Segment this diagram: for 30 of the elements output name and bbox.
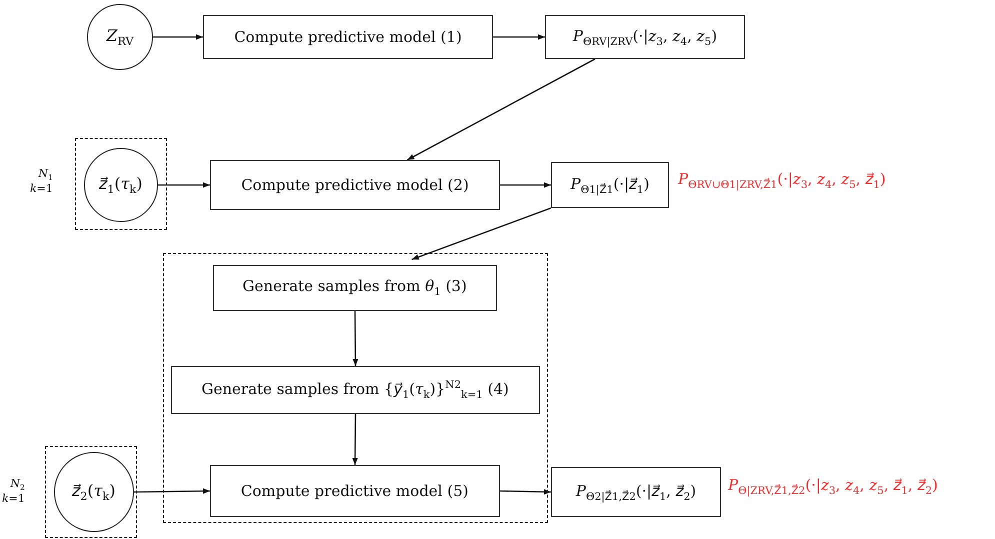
arrow (153, 34, 203, 40)
plate-index-label: k=1 (2, 492, 25, 505)
process-box: Compute predictive model (1) (203, 15, 493, 59)
distribution-label: P$_{Θ|ZRV,Z⃗1,Z⃗2}$(·|z$_{3}$, z$_{4}$, z$_{5}$, z⃗$_{1}$, z⃗$_{2}$) (728, 476, 938, 499)
process-box: P$_{Θ2|Z⃗1,Z⃗2}$(·|z⃗$_{1}$, z⃗$_{2}$) (551, 467, 721, 517)
process-box: P$_{Θ1|Z⃗1}$(·|z⃗$_{1}$) (551, 162, 669, 208)
variable-circle: z⃗$_{1}$(τ$_{k}$) (84, 148, 158, 222)
process-box: Generate samples from {y⃗$_{1}$(τ$_{k}$)}$^{N2}$$_{k=1}$ (4) (170, 366, 540, 414)
process-box: Generate samples from θ$_{1}$ (3) (212, 264, 497, 311)
dashed-frame (75, 138, 167, 230)
arrow (406, 58, 596, 161)
plate-index-label: N$_{1}$ (38, 168, 53, 183)
process-box: P$_{ΘRV|ZRV}$(·|z$_{3}$, z$_{4}$, z$_{5}$) (545, 15, 745, 59)
arrow (134, 488, 210, 494)
variable-circle: Z$_{RV}$ (87, 4, 153, 70)
arrow (158, 182, 210, 188)
plate-index-label: k=1 (30, 182, 53, 195)
process-box: Compute predictive model (2) (210, 160, 500, 210)
arrow (500, 489, 552, 495)
distribution-label: P$_{ΘRV∪Θ1|ZRV,Z⃗1}$(·|z$_{3}$, z$_{4}$, z$_{5}$, z⃗$_{1}$) (678, 170, 886, 193)
arrow (352, 414, 358, 465)
arrow (493, 34, 545, 40)
process-box: Compute predictive model (5) (210, 464, 500, 517)
variable-circle: z⃗$_{2}$(τ$_{k}$) (54, 452, 134, 532)
arrow (352, 311, 358, 366)
arrow (500, 182, 551, 188)
dashed-frame (45, 446, 137, 538)
dashed-frame (163, 253, 548, 523)
plate-index-label: N$_{2}$ (10, 478, 25, 493)
arrow (412, 207, 552, 260)
